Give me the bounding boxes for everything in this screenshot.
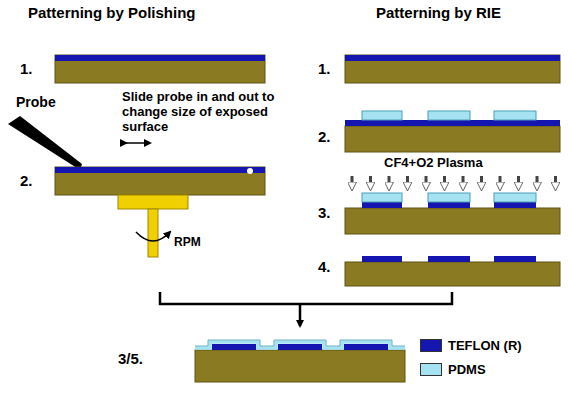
legend-swatch bbox=[420, 339, 442, 352]
plasma-arrow bbox=[462, 176, 465, 189]
legend-swatch bbox=[420, 363, 442, 376]
plasma-arrow bbox=[406, 176, 409, 189]
legend-text: PDMS bbox=[448, 362, 486, 377]
slide-arrow bbox=[126, 142, 150, 144]
plasma-arrow bbox=[388, 176, 391, 189]
merge-bracket bbox=[160, 292, 452, 326]
substrate-step1-left bbox=[55, 55, 265, 83]
substrate-final bbox=[195, 340, 405, 382]
substrate-step4-right bbox=[345, 256, 560, 286]
step-number: 4. bbox=[318, 258, 331, 275]
plasma-arrow bbox=[425, 176, 428, 189]
legend-entry: PDMS bbox=[420, 362, 486, 377]
plasma-arrow bbox=[499, 176, 502, 189]
substrate-step3-right bbox=[345, 193, 560, 234]
plasma-arrow bbox=[351, 176, 354, 189]
step-number: 2. bbox=[20, 172, 33, 189]
column-heading: Patterning by Polishing bbox=[28, 4, 196, 21]
plasma-arrow bbox=[480, 176, 483, 189]
step-number: 1. bbox=[20, 60, 33, 77]
step-number: 3/5. bbox=[118, 350, 143, 367]
step-number: 3. bbox=[318, 204, 331, 221]
substrate-step2-right bbox=[345, 111, 560, 152]
part-name: Probe bbox=[16, 94, 56, 110]
substrate-step2-left bbox=[55, 167, 265, 195]
plasma-arrow bbox=[554, 176, 557, 189]
plasma-arrows bbox=[352, 176, 556, 189]
probe-tip bbox=[8, 116, 82, 170]
process-label: CF4+O2 Plasma bbox=[384, 156, 483, 171]
plasma-arrow bbox=[536, 176, 539, 189]
column-heading: Patterning by RIE bbox=[376, 4, 501, 21]
legend-text: TEFLON (R) bbox=[448, 338, 522, 353]
substrate-step1-right bbox=[345, 55, 560, 83]
plasma-arrow bbox=[443, 176, 446, 189]
legend-entry: TEFLON (R) bbox=[420, 338, 522, 353]
step-number: 1. bbox=[318, 60, 331, 77]
part-name: RPM bbox=[174, 236, 201, 250]
step-number: 2. bbox=[318, 128, 331, 145]
note: Slide probe in and out to change size of… bbox=[122, 90, 287, 135]
plasma-arrow bbox=[517, 176, 520, 189]
plasma-arrow bbox=[369, 176, 372, 189]
